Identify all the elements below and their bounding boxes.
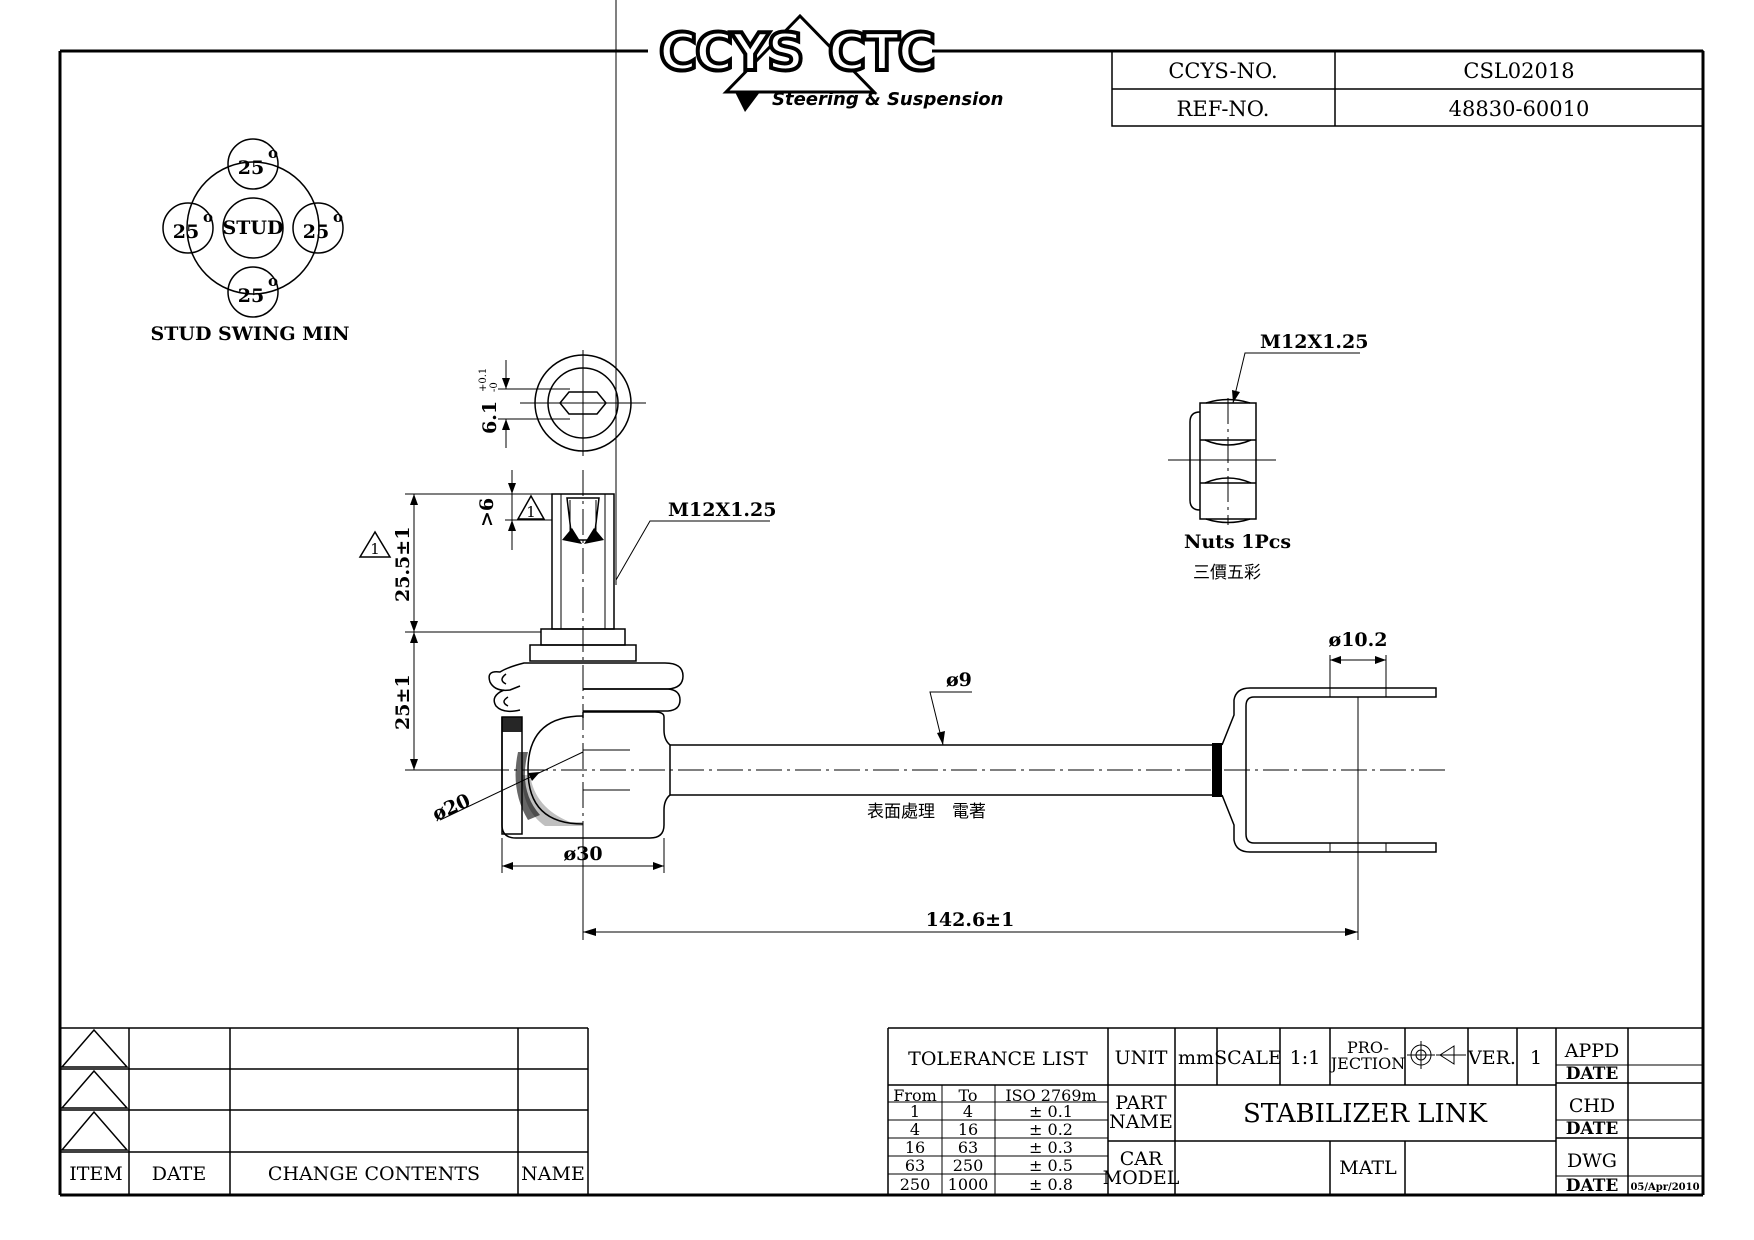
projection-label-1: PRO- <box>1347 1038 1389 1057</box>
car-model-label-2: MODEL <box>1103 1167 1180 1189</box>
tol-row-2-to: 16 <box>958 1120 978 1139</box>
ball-diameter-dim: ø20 <box>429 790 474 826</box>
revision-mark-stud: 1 <box>370 540 380 558</box>
car-model-label-1: CAR <box>1120 1148 1163 1170</box>
tol-row-3-from: 16 <box>905 1138 925 1157</box>
nut-plating-note: 三價五彩 <box>1193 563 1261 583</box>
tol-row-1-to: 4 <box>963 1102 973 1121</box>
swing-angle-right: 25 <box>303 221 329 243</box>
tol-row-1-from: 1 <box>910 1102 920 1121</box>
rev-header-item: ITEM <box>69 1163 123 1185</box>
tol-row-5-from: 250 <box>900 1175 931 1194</box>
stud-top-view: 6.1 +0.1 -0 <box>478 350 646 456</box>
part-name-label-2: NAME <box>1109 1111 1173 1133</box>
swing-angle-top: 25 <box>238 157 264 179</box>
body-height-dim: 25±1 <box>392 674 414 730</box>
swing-degree-right: o <box>333 208 343 226</box>
stud-thread-callout: M12X1.25 <box>668 499 777 521</box>
chd-date-label: DATE <box>1566 1119 1619 1139</box>
tol-header-iso: ISO 2769m <box>1005 1086 1096 1105</box>
ref-no-value: 48830-60010 <box>1449 97 1590 121</box>
thread-length-dim: >6 <box>476 498 498 527</box>
revision-mark-thread: 1 <box>526 503 536 521</box>
unit-value: mm <box>1178 1047 1214 1069</box>
rev-header-change: CHANGE CONTENTS <box>268 1163 480 1185</box>
swing-angle-bottom: 25 <box>238 285 264 307</box>
part-name-label-1: PART <box>1115 1092 1167 1114</box>
nut-view: M12X1.25 Nuts 1Pcs 三價五彩 <box>1168 331 1369 583</box>
tol-row-4-to: 250 <box>953 1156 984 1175</box>
unit-label: UNIT <box>1115 1047 1168 1069</box>
sheet-border <box>58 49 1705 1197</box>
dwg-date-label: DATE <box>1566 1176 1619 1196</box>
swing-degree-bottom: o <box>268 272 278 290</box>
company-logo: CCYS CTC Steering & Suspension <box>657 13 1003 112</box>
third-angle-projection-icon <box>1407 1041 1466 1069</box>
stud-swing-diagram: STUD 25 25 25 25 o o o o STUD SWING MIN <box>151 138 350 345</box>
tol-row-1-value: ± 0.1 <box>1029 1102 1073 1121</box>
stabilizer-link-side-view: >6 1 25.5±1 1 25±1 M12X1.25 ø9 ø10.2 <box>358 0 1450 940</box>
ver-value: 1 <box>1530 1047 1542 1069</box>
tol-row-2-value: ± 0.2 <box>1029 1120 1073 1139</box>
projection-label-2: JECTION <box>1329 1054 1405 1073</box>
swing-degree-left: o <box>203 208 213 226</box>
logo-left-text: CCYS <box>659 23 802 83</box>
scale-value: 1:1 <box>1290 1047 1321 1069</box>
hex-size-dim: 6.1 <box>479 401 501 434</box>
tol-row-3-value: ± 0.3 <box>1029 1138 1073 1157</box>
tol-row-2-from: 4 <box>910 1120 920 1139</box>
ref-no-label: REF-NO. <box>1177 97 1270 121</box>
appd-label: APPD <box>1564 1040 1620 1062</box>
rev-header-name: NAME <box>521 1163 585 1185</box>
dwg-label: DWG <box>1567 1150 1617 1172</box>
chd-label: CHD <box>1569 1095 1615 1117</box>
revision-table: ITEM DATE CHANGE CONTENTS NAME <box>60 1027 589 1195</box>
swing-center-label: STUD <box>223 217 284 239</box>
nut-thread-callout: M12X1.25 <box>1260 331 1369 353</box>
part-number-box: CCYS-NO. CSL02018 REF-NO. 48830-60010 <box>1111 50 1704 127</box>
scale-label: SCALE <box>1214 1047 1282 1069</box>
rev-header-date: DATE <box>152 1163 206 1185</box>
overall-length-dim: 142.6±1 <box>926 909 1015 931</box>
tol-header-from: From <box>893 1086 937 1105</box>
tolerance-title: TOLERANCE LIST <box>908 1048 1088 1070</box>
swing-caption: STUD SWING MIN <box>151 323 350 345</box>
matl-label: MATL <box>1339 1157 1397 1179</box>
logo-tagline: Steering & Suspension <box>772 89 1003 110</box>
surface-treatment-note: 表面處理 電著 <box>867 802 986 822</box>
ver-label: VER. <box>1467 1047 1516 1069</box>
tol-row-3-to: 63 <box>958 1138 978 1157</box>
tol-row-5-value: ± 0.8 <box>1029 1175 1073 1194</box>
rod-diameter-dim: ø9 <box>946 669 972 691</box>
nut-label: Nuts 1Pcs <box>1184 531 1291 553</box>
tol-header-to: To <box>958 1086 977 1105</box>
dwg-date-value: 05/Apr/2010 <box>1630 1182 1699 1193</box>
stud-length-dim: 25.5±1 <box>392 527 414 602</box>
fork-diameter-dim: ø10.2 <box>1329 629 1388 651</box>
appd-date-label: DATE <box>1566 1064 1619 1084</box>
hex-tol-minus: -0 <box>489 382 500 392</box>
title-block: TOLERANCE LIST From To ISO 2769m 1 4 ± 0… <box>887 1027 1703 1196</box>
ccys-no-label: CCYS-NO. <box>1168 59 1277 83</box>
part-name-value: STABILIZER LINK <box>1243 1099 1488 1129</box>
tol-row-4-from: 63 <box>905 1156 925 1175</box>
tol-row-5-to: 1000 <box>948 1175 989 1194</box>
swing-angle-left: 25 <box>173 221 199 243</box>
logo-right-text: CTC <box>828 23 934 83</box>
hex-tol-plus: +0.1 <box>478 368 489 392</box>
tol-row-4-value: ± 0.5 <box>1029 1156 1073 1175</box>
swing-degree-top: o <box>268 144 278 162</box>
ccys-no-value: CSL02018 <box>1463 59 1574 83</box>
